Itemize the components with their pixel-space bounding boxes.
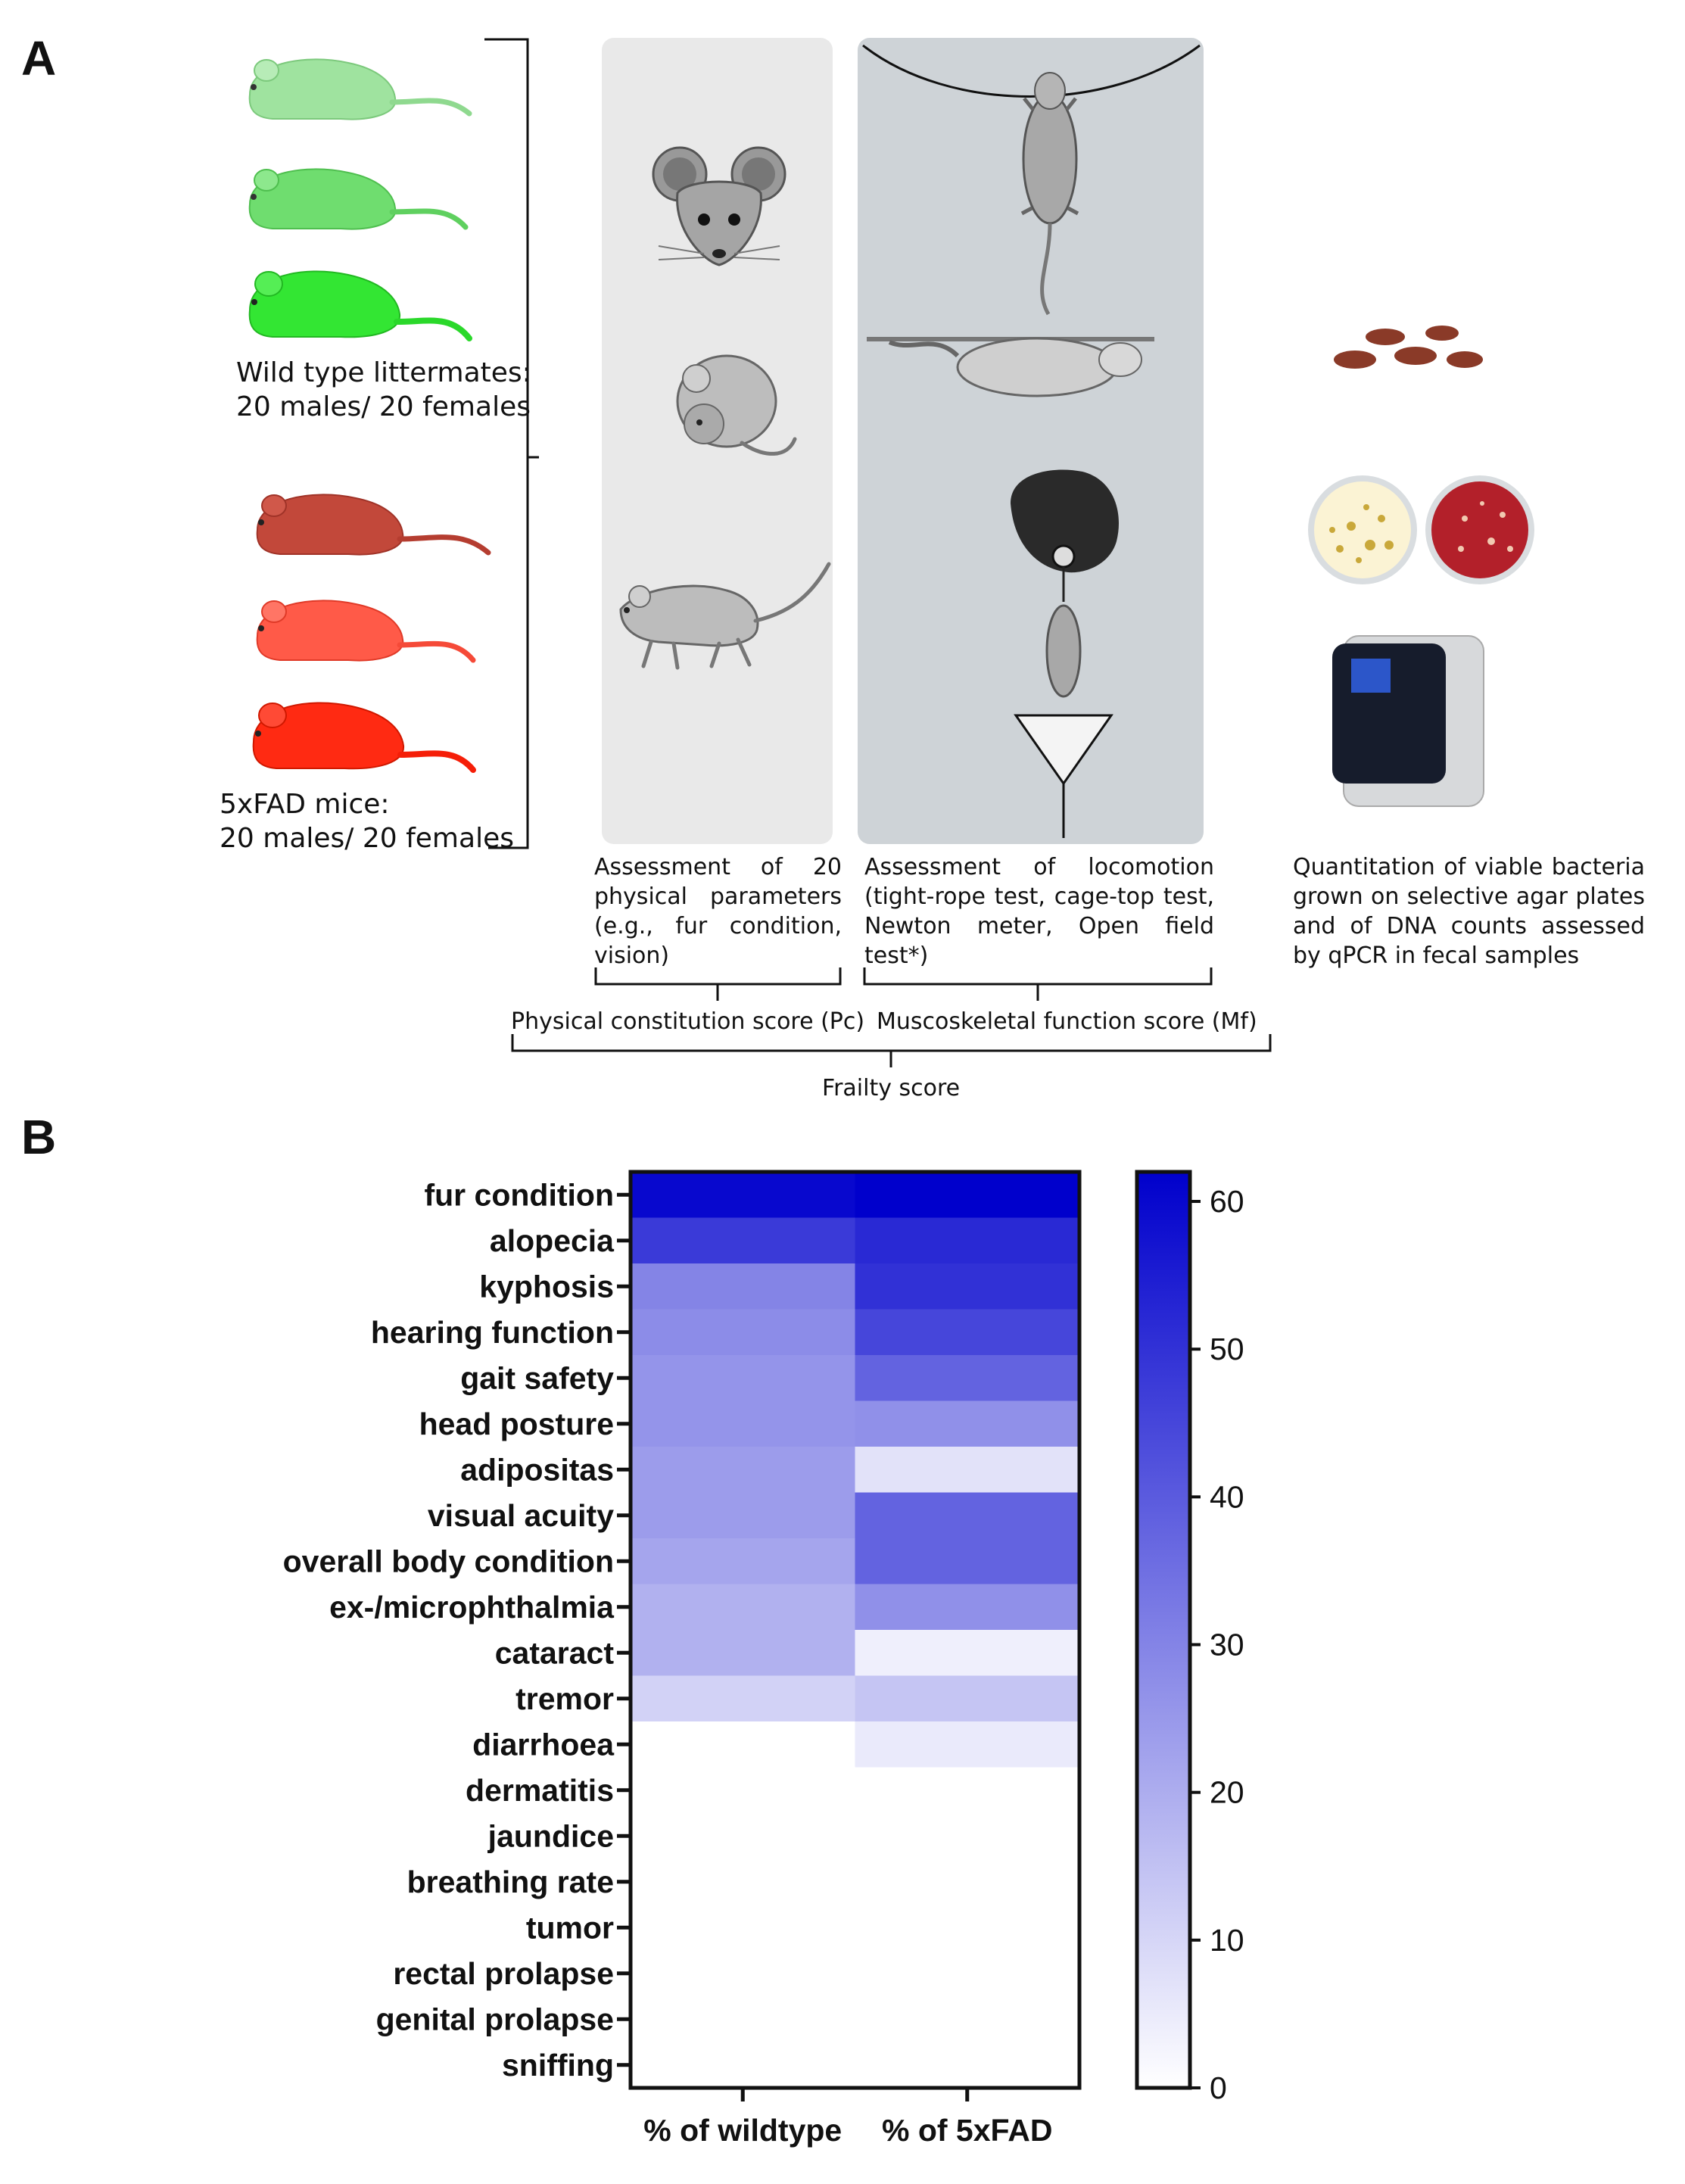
wildtype-mouse-icon-2 — [248, 168, 469, 230]
heatmap-cell — [855, 1950, 1080, 1997]
heatmap-cell — [855, 1996, 1080, 2042]
heatmap-cell — [855, 1263, 1080, 1310]
mf-score-label: Muscoskeletal function score (Mf) — [877, 1008, 1257, 1035]
heatmap-cell — [855, 1355, 1080, 1401]
wildtype-mouse-icon-3 — [248, 270, 472, 341]
row-label: alopecia — [490, 1223, 615, 1258]
heatmap-cell — [855, 1172, 1080, 1218]
row-label: fur condition — [424, 1177, 614, 1212]
row-label: cataract — [495, 1635, 615, 1670]
heatmap-cell — [855, 1217, 1080, 1264]
colorbar-tick-label: 60 — [1210, 1184, 1244, 1219]
heatmap-cell — [631, 1905, 855, 1951]
mouse-face-icon — [652, 146, 786, 266]
5xfad-mouse-icon-2 — [256, 600, 476, 663]
row-label: dermatitis — [466, 1773, 614, 1808]
qpcr-machine-icon — [1332, 635, 1484, 807]
colorbar-tick-label: 50 — [1210, 1332, 1244, 1366]
heatmap-cell — [855, 1813, 1080, 1859]
row-label: ex-/microphthalmia — [329, 1590, 615, 1625]
heatmap-cell — [855, 2042, 1080, 2089]
heatmap-frame — [628, 1170, 1082, 2090]
heatmap-cell — [631, 1447, 855, 1493]
panel-a-letter: A — [21, 31, 57, 86]
heatmap-cell — [631, 2042, 855, 2089]
heatmap-cell — [855, 1721, 1080, 1768]
colorbar-tick-label: 40 — [1210, 1479, 1244, 1514]
curled-mouse-icon — [676, 354, 797, 456]
row-label: genital prolapse — [376, 2002, 614, 2036]
heatmap-cell — [855, 1309, 1080, 1356]
5xfad-group-label: 5xFAD mice: 20 males/ 20 females — [220, 789, 514, 854]
row-label: diarrhoea — [472, 1727, 615, 1762]
5xfad-mouse-icon-3 — [252, 702, 476, 773]
newton-meter-test-icon — [1011, 469, 1119, 838]
heatmap-cell — [855, 1492, 1080, 1539]
heatmap-cell — [855, 1584, 1080, 1631]
locomotion-assessment-text: Assessment of locomotion (tight-rope tes… — [864, 854, 1214, 969]
bacteria-quantitation-text: Quantitation of viable bacteria grown on… — [1293, 854, 1645, 969]
heatmap-cell — [631, 1217, 855, 1264]
heatmap-cell — [631, 1400, 855, 1447]
row-label: rectal prolapse — [393, 1956, 614, 1991]
colorbar — [1135, 1170, 1192, 2090]
pc-score-label: Physical constitution score (Pc) — [511, 1008, 865, 1035]
heatmap-cell — [855, 1447, 1080, 1493]
wildtype-mouse-icon-1 — [248, 58, 472, 120]
column-label: % of wildtype — [643, 2113, 842, 2148]
heatmap-cell — [631, 1584, 855, 1631]
heatmap-cell — [855, 1538, 1080, 1584]
row-label: kyphosis — [479, 1269, 614, 1304]
row-label: tremor — [515, 1681, 614, 1716]
heatmap-cell — [631, 1630, 855, 1676]
heatmap-cell — [631, 1309, 855, 1356]
heatmap-cell — [631, 1767, 855, 1814]
physical-assessment-text: Assessment of 20 physical parameters (e.… — [594, 854, 842, 969]
heatmap-cell — [631, 1858, 855, 1905]
heatmap-cell — [631, 1721, 855, 1768]
heatmap-cell — [631, 1172, 855, 1218]
row-label: adipositas — [460, 1452, 614, 1487]
wildtype-group-label: Wild type littermates: 20 males/ 20 fema… — [236, 357, 531, 422]
heatmap-cell — [855, 1675, 1080, 1722]
tight-rope-test-icon — [862, 44, 1201, 316]
agar-plate-red-icon — [1425, 475, 1534, 584]
walking-mouse-icon — [619, 562, 831, 670]
heatmap-cell — [631, 1538, 855, 1584]
colorbar-tick-label: 20 — [1210, 1775, 1244, 1810]
heatmap-cell — [855, 1630, 1080, 1676]
heatmap-cell — [631, 1996, 855, 2042]
frailty-score-label: Frailty score — [822, 1075, 961, 1101]
row-label: overall body condition — [283, 1544, 614, 1578]
heatmap-cell — [631, 1492, 855, 1539]
row-label: breathing rate — [407, 1865, 614, 1899]
heatmap-cell — [631, 1950, 855, 1997]
5xfad-mouse-icon-1 — [256, 494, 491, 556]
column-label: % of 5xFAD — [882, 2113, 1053, 2148]
panel-b-letter: B — [21, 1110, 57, 1164]
agar-plate-yellow-icon — [1308, 475, 1417, 584]
heatmap-cell — [855, 1400, 1080, 1447]
heatmap-cell — [631, 1263, 855, 1310]
row-label: head posture — [419, 1407, 614, 1441]
heatmap-cell — [631, 1355, 855, 1401]
heatmap-cell — [631, 1675, 855, 1722]
cage-top-test-icon — [867, 337, 1154, 397]
colorbar-tick-label: 10 — [1210, 1923, 1244, 1958]
fecal-pellets-icon — [1334, 326, 1483, 369]
row-label: tumor — [526, 1910, 614, 1945]
row-label: gait safety — [460, 1360, 614, 1395]
colorbar-tick-label: 0 — [1210, 2070, 1227, 2105]
row-label: jaundice — [487, 1818, 614, 1853]
row-label: sniffing — [502, 2048, 614, 2083]
row-label: hearing function — [371, 1315, 614, 1350]
heatmap-cell — [855, 1767, 1080, 1814]
colorbar-tick-label: 30 — [1210, 1628, 1244, 1662]
heatmap-cell — [855, 1858, 1080, 1905]
row-label: visual acuity — [428, 1498, 614, 1533]
heatmap-cell — [631, 1813, 855, 1859]
heatmap-cell — [855, 1905, 1080, 1951]
